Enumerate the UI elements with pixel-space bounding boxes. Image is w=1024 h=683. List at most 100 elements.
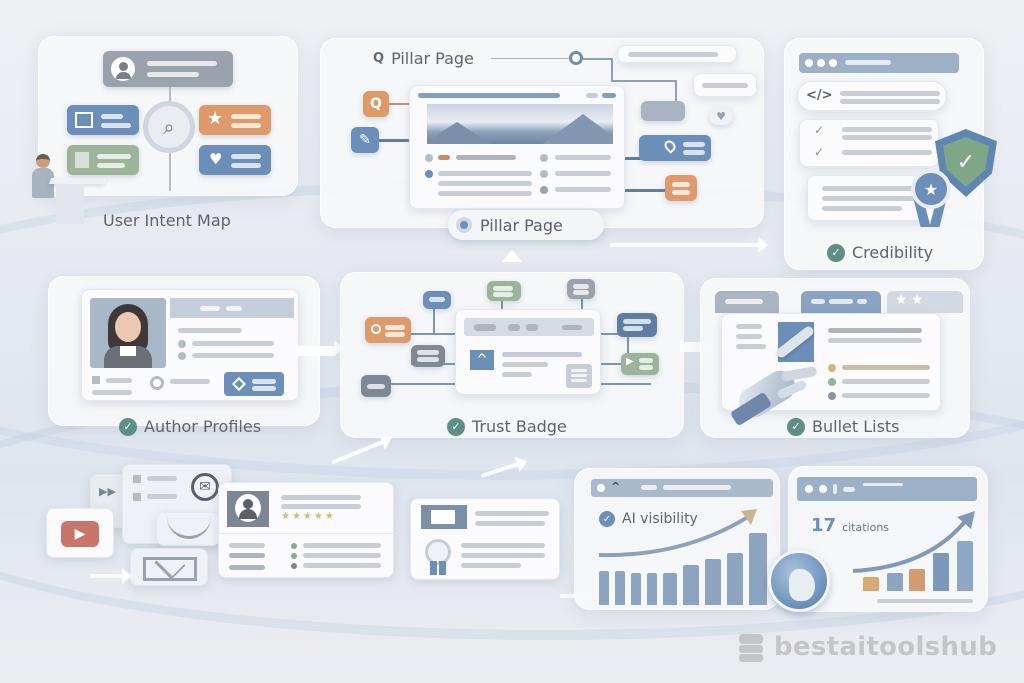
trust-badge-panel: ^ ▶ ✓ Trust Badge (340, 272, 684, 438)
book-icon (75, 112, 93, 128)
chat-node (423, 291, 451, 309)
envelope-card (156, 512, 220, 546)
settings-tool-node: ✎ (351, 127, 379, 153)
heart-badge: ♥ (709, 107, 733, 125)
content-node (487, 281, 521, 301)
author-profiles-label: ✓ Author Profiles (119, 417, 261, 436)
award-ribbon-icon (425, 539, 451, 575)
up-arrow-icon (502, 250, 522, 262)
ai-visibility-label: ✓ AI visibility (599, 511, 698, 527)
list-icon (75, 152, 89, 168)
citations-chart (863, 527, 983, 591)
author-photo (90, 298, 166, 368)
check-icon: ✓ (814, 123, 825, 137)
check-circle-icon: ✓ (787, 417, 805, 436)
content-node (567, 279, 595, 299)
document-icon (421, 505, 467, 529)
flow-arrow (610, 237, 768, 253)
bullet-lists-label: ✓ Bullet Lists (787, 417, 900, 436)
list-node (67, 145, 139, 175)
chevron-up-icon: ^ (611, 480, 621, 493)
code-icon: </> (806, 88, 833, 103)
user-intent-map-panel: ⌕ ★ ♥ (38, 36, 298, 196)
citations-count: 17 citations (811, 515, 890, 536)
envelope-icon (167, 517, 211, 539)
radio-dot-icon (456, 217, 472, 233)
ai-visibility-chart (599, 533, 769, 605)
author-profiles-panel: ✓ Author Profiles (48, 276, 320, 436)
robot-hand-illustration (727, 324, 837, 429)
play-icon: ▶ (626, 356, 634, 367)
trend-arrow (598, 509, 757, 558)
brand-logo-icon (736, 634, 766, 664)
content-node (617, 313, 657, 337)
video-node: ▶ (621, 353, 659, 375)
trust-badge-label: ✓ Trust Badge (447, 417, 567, 436)
award-ribbon-icon: ★ (909, 169, 953, 229)
check-circle-icon: ✓ (599, 511, 615, 527)
search-icon: Q (370, 96, 382, 112)
flow-arrow (90, 568, 132, 584)
play-icon: ▶ (61, 521, 99, 547)
check-circle-icon: ✓ (827, 243, 845, 262)
heart-icon: ♥ (716, 109, 726, 123)
wrench-icon: ✎ (359, 132, 371, 148)
content-node (67, 105, 139, 135)
user-avatar-icon (111, 57, 135, 81)
envelope-card (130, 548, 208, 586)
review-card: ★★★★★ (218, 482, 395, 578)
user-profile-node (103, 51, 233, 87)
certificate-card (410, 498, 560, 580)
check-circle-icon: ✓ (119, 417, 137, 436)
trend-arrow (852, 511, 975, 573)
bullet-lists-panel: ★ ★ ✓ Bullet Lists (700, 278, 970, 438)
location-node (639, 135, 711, 161)
flow-arrow (298, 340, 344, 356)
search-icon: Q (373, 51, 385, 66)
person-illustration (30, 150, 110, 224)
browser-bar (799, 53, 959, 73)
star-icon: ★ (207, 108, 224, 129)
mail-circle-icon: ✉ (191, 473, 219, 501)
reviewer-avatar (227, 491, 269, 527)
browser-bar: ^ (591, 479, 773, 497)
pillar-page-title: Q Pillar Page (373, 49, 474, 68)
browser-bar (797, 477, 977, 501)
hero-image (427, 104, 613, 144)
favorite-node: ♥ (199, 145, 271, 175)
heart-icon: ♥ (209, 150, 223, 168)
watermark-text: bestaitoolshub (774, 632, 997, 662)
rating-node: ★ (199, 105, 271, 135)
youtube-card: ▶ (46, 508, 114, 558)
location-node (365, 317, 411, 343)
diamond-icon (231, 376, 247, 392)
bullet-list-card (721, 313, 941, 411)
pagination-node (641, 101, 685, 121)
credibility-label: ✓ Credibility (827, 243, 933, 262)
search-tool-node: Q (363, 91, 389, 117)
node-dot (569, 51, 583, 65)
rating-stars: ★★★★★ (281, 511, 336, 522)
menu-node (665, 175, 697, 201)
pillar-page-panel: Q Pillar Page Q ✎ (320, 38, 764, 228)
user-intent-map-label: User Intent Map (103, 211, 231, 230)
ai-visibility-panel: ^ ✓ AI visibility (574, 468, 780, 610)
envelope-icon (143, 548, 197, 581)
code-row: </> (797, 81, 947, 111)
check-circle-icon: ✓ (447, 417, 465, 436)
pillar-page-card (409, 85, 625, 209)
follow-button[interactable] (224, 372, 284, 396)
search-hub: ⌕ (143, 101, 195, 153)
star-icon: ★ (895, 292, 908, 308)
settings-circle-icon (150, 376, 164, 390)
checklist: ✓ ✓ (799, 119, 939, 167)
credibility-panel: </> ✓ ✓ ✓ ★ ✓ Credibility (784, 38, 997, 270)
globe-icon (768, 550, 830, 612)
check-icon: ✓ (814, 145, 825, 159)
chevron-up-icon: ^ (470, 350, 494, 370)
toggle-node (361, 375, 391, 397)
pillar-page-badge[interactable]: Pillar Page (448, 210, 604, 240)
fast-forward-icon: ▶▶ (99, 485, 116, 498)
search-icon: ⌕ (163, 115, 175, 139)
location-pin-icon (662, 138, 678, 154)
